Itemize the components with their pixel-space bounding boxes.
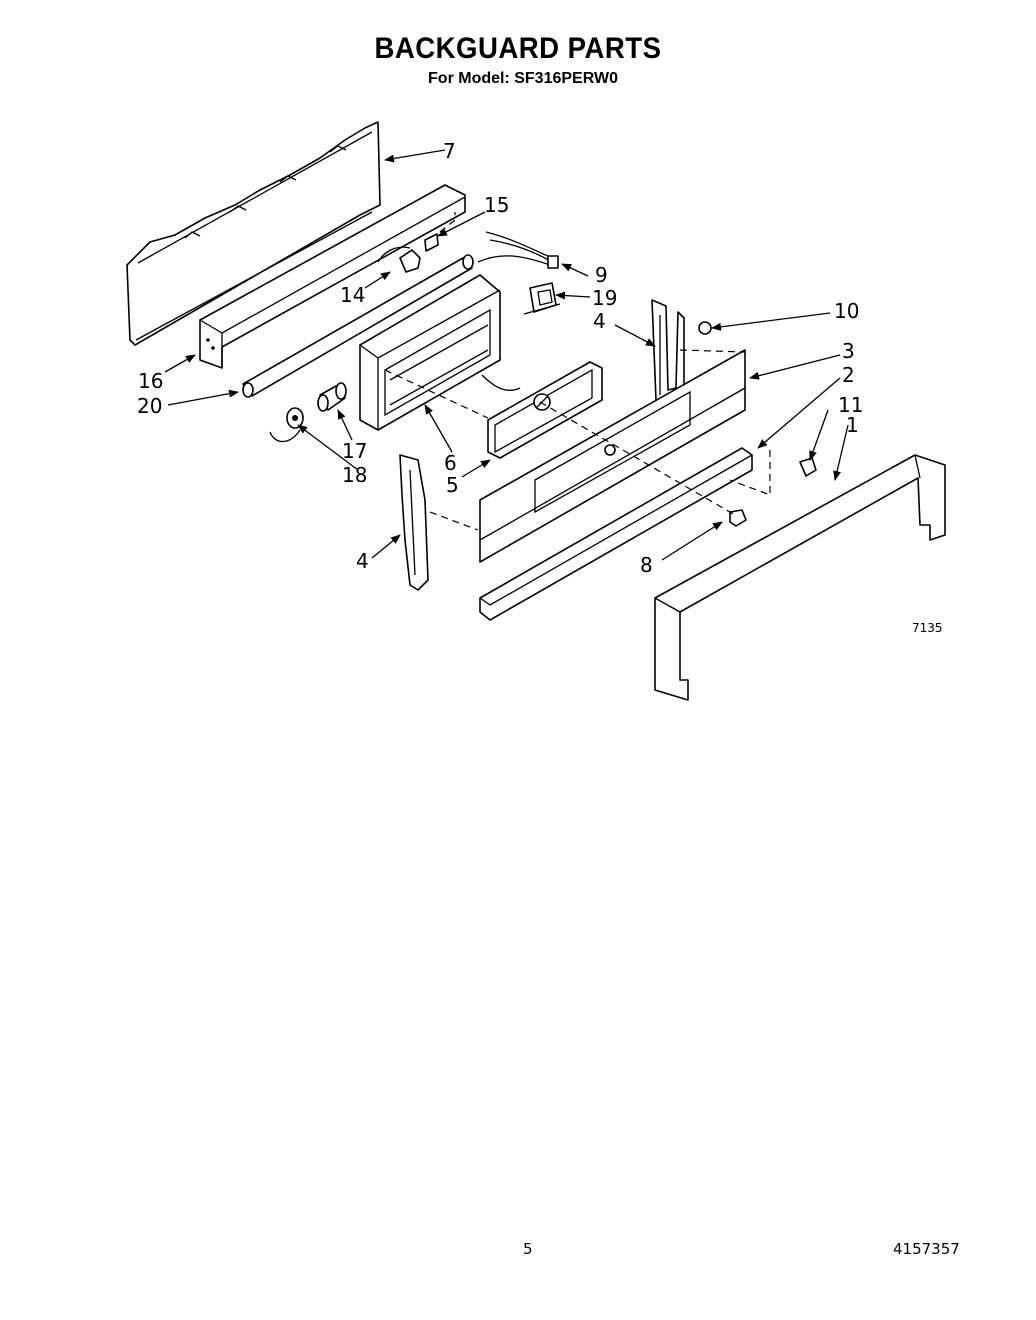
part-20-fluorescent-tube (242, 254, 474, 398)
callout-4-upper: 4 (593, 309, 606, 333)
part-1-front-trim (654, 454, 946, 701)
part-11-clip (799, 457, 817, 477)
part-18-knob (269, 407, 304, 443)
document-number: 4157357 (893, 1240, 960, 1258)
part-14-lamp-holder (377, 246, 421, 273)
callout-5: 5 (446, 473, 459, 497)
part-10-bulb (698, 321, 712, 335)
callout-10: 10 (834, 299, 859, 323)
callout-4-lower: 4 (356, 549, 369, 573)
part-6-lamp-housing (359, 274, 501, 431)
part-3-control-panel (479, 349, 746, 563)
callout-18: 18 (342, 463, 367, 487)
part-7-rear-panel (126, 121, 381, 346)
page-title: BACKGUARD PARTS (374, 32, 662, 65)
dashed-leaders (384, 349, 771, 531)
model-number: SF316PERW0 (514, 70, 618, 87)
callout-19: 19 (592, 286, 617, 310)
part-16-top-channel (199, 184, 466, 369)
part-5-lens (481, 361, 603, 459)
drawing-number: 7135 (912, 621, 943, 635)
callout-8: 8 (640, 553, 653, 577)
callout-14: 14 (340, 283, 365, 307)
part-15-bracket (424, 212, 456, 252)
model-subtitle: For Model: SF316PERW0 (0, 70, 1036, 88)
callout-17: 17 (342, 439, 367, 463)
callout-labels: 7 15 9 14 19 10 4 3 2 16 20 11 1 17 6 18… (137, 139, 943, 635)
callout-7: 7 (443, 139, 456, 163)
model-label: For Model: (428, 70, 510, 87)
callout-16: 16 (138, 369, 163, 393)
callout-11: 11 (838, 393, 863, 417)
callout-20: 20 (137, 394, 162, 418)
callout-3: 3 (842, 339, 855, 363)
callout-arrows (164, 149, 849, 561)
part-17-switch (317, 382, 347, 412)
page-number: 5 (523, 1240, 533, 1258)
callout-2: 2 (842, 363, 855, 387)
callout-9: 9 (595, 263, 608, 287)
callout-6: 6 (444, 451, 457, 475)
callout-1: 1 (846, 413, 859, 437)
part-2-trim-strip (479, 447, 753, 621)
callout-15: 15 (484, 193, 509, 217)
part-8-knob (729, 509, 747, 527)
part-9-wiring (477, 231, 559, 269)
part-4-left-end-cap (399, 454, 429, 591)
part-19-ballast (523, 282, 561, 315)
